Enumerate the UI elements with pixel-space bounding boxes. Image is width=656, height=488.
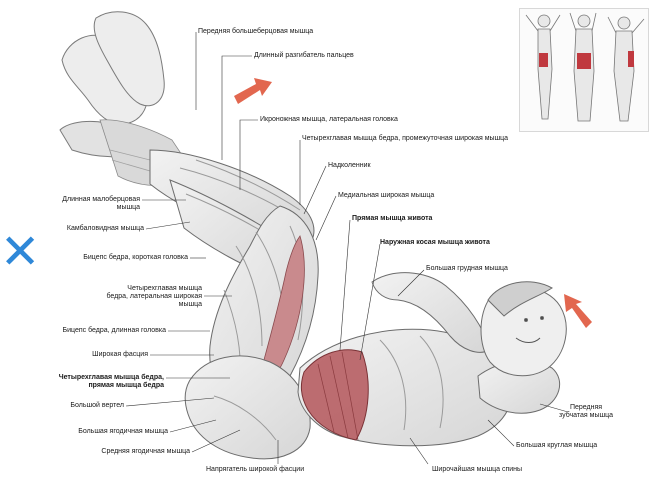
motion-arrow-right [564, 294, 592, 328]
label-peroneus-longus: Длинная малоберцовая мышца [62, 196, 140, 211]
label-tensor-fasciae-latae: Напрягатель широкой фасции [206, 466, 305, 473]
label-patella: Надколенник [328, 162, 371, 169]
label-rectus-abdominis: Прямая мышца живота [352, 215, 433, 222]
label-pectoralis-major: Большая грудная мышца [426, 265, 508, 272]
motion-arrow-top [234, 78, 272, 104]
label-soleus: Камбаловидная мышца [66, 225, 144, 232]
label-greater-trochanter: Большой вертел [70, 402, 124, 409]
label-fascia-lata: Широкая фасция [92, 351, 148, 358]
torso [297, 328, 513, 447]
head [480, 281, 567, 377]
label-external-oblique: Наружная косая мышца живота [380, 239, 490, 246]
inset-figures [525, 12, 645, 122]
label-biceps-femoris-long: Бицепс бедра, длинная головка [62, 327, 166, 334]
muscle-location-inset [519, 8, 649, 132]
label-rectus-femoris: Четырехглавая мышца бедра, прямая мышца … [58, 374, 164, 389]
label-tibialis-anterior: Передняя большеберцовая мышца [198, 28, 314, 35]
inset-highlights [539, 51, 634, 69]
label-extensor-digitorum-longus: Длинный разгибатель пальцев [254, 52, 354, 59]
hips [184, 355, 311, 460]
label-gluteus-maximus: Большая ягодичная мышца [78, 428, 168, 435]
leader-lines [125, 32, 569, 465]
label-biceps-femoris-short: Бицепс бедра, короткая головка [83, 254, 188, 261]
label-teres-major: Большая круглая мышца [516, 442, 598, 449]
label-gluteus-medius: Средняя ягодичная мышца [101, 448, 190, 455]
abdominals-highlight [300, 349, 369, 441]
label-latissimus-dorsi: Широчайшая мышца спины [432, 466, 523, 473]
label-vastus-medialis: Медиальная широкая мышца [338, 192, 435, 199]
label-vastus-intermedius: Четырехглавая мышца бедра, промежуточная… [302, 135, 509, 142]
label-serratus-anterior: Передняя зубчатая мышца [559, 404, 613, 419]
label-gastrocnemius-lateral: Икроножная мышца, латеральная головка [260, 116, 398, 123]
label-vastus-lateralis: Четырехглавая мышца бедра, латеральная ш… [106, 285, 203, 308]
side-x-icon: ✕ [0, 224, 41, 280]
